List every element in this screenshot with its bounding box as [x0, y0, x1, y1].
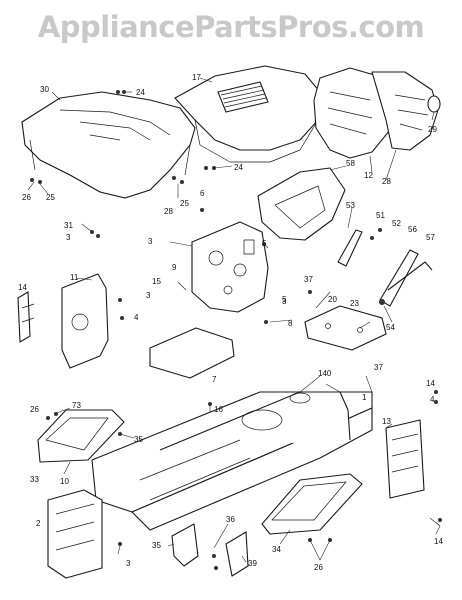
part-33-footrest[interactable]: [37, 409, 125, 463]
label-1: 1: [362, 393, 367, 402]
label-3b: 3: [148, 237, 153, 246]
label-57: 57: [426, 233, 435, 242]
part-30-hood-panel[interactable]: [21, 91, 196, 199]
label-73: 73: [72, 401, 81, 410]
part-17-hood[interactable]: [174, 65, 321, 163]
part-7-center-plate[interactable]: [149, 327, 235, 379]
part-20-mount-plate[interactable]: [304, 305, 387, 351]
label-3d: 3: [282, 297, 287, 306]
label-5b: 5: [282, 295, 287, 304]
leader-lines: [27, 77, 441, 563]
label-26c: 26: [314, 563, 323, 572]
label-35: 35: [134, 435, 143, 444]
part-13-rear-panel[interactable]: [385, 419, 425, 499]
part-34-footrest[interactable]: [261, 473, 363, 535]
label-58: 58: [346, 159, 355, 168]
part-53-lever[interactable]: [337, 229, 433, 307]
label-26b: 26: [30, 405, 39, 414]
label-4: 4: [134, 313, 139, 322]
part-35-bracket[interactable]: [171, 523, 249, 577]
watermark-text: AppliancePartsPros.com: [37, 10, 425, 44]
part-2-front-plate[interactable]: [47, 489, 103, 579]
label-3e: 3: [126, 559, 131, 568]
label-26: 26: [22, 193, 31, 202]
label-3: 3: [66, 233, 71, 242]
part-58-dash-shroud[interactable]: [257, 167, 346, 241]
part-1-main-frame[interactable]: [91, 391, 373, 531]
part-14-left-bracket[interactable]: [17, 291, 35, 343]
label-23: 23: [350, 299, 359, 308]
label-31: 31: [64, 221, 73, 230]
label-33: 33: [30, 475, 39, 484]
label-9: 9: [172, 263, 177, 272]
label-16: 16: [214, 405, 223, 414]
label-14: 14: [18, 283, 27, 292]
label-52: 52: [392, 219, 401, 228]
label-20: 20: [328, 295, 337, 304]
label-25b: 25: [180, 199, 189, 208]
label-30: 30: [40, 85, 49, 94]
label-24b: 24: [234, 163, 243, 172]
label-12: 12: [364, 171, 373, 180]
label-51: 51: [376, 211, 385, 220]
label-13: 13: [382, 417, 391, 426]
label-37b: 37: [374, 363, 383, 372]
label-3c: 3: [146, 291, 151, 300]
label-56: 56: [408, 225, 417, 234]
part-9-dash-panel[interactable]: [191, 221, 269, 313]
label-140: 140: [318, 369, 332, 378]
label-2: 2: [36, 519, 41, 528]
label-53: 53: [346, 201, 355, 210]
label-4b: 4: [430, 395, 435, 404]
part-11-bracket[interactable]: [61, 273, 109, 369]
label-25: 25: [46, 193, 55, 202]
label-5: 5: [262, 239, 267, 248]
label-54: 54: [386, 323, 395, 332]
label-14c: 14: [434, 537, 443, 546]
callout-labels: 30 24 17 29 25 26 24 28 25 12 28 58 31 3…: [18, 73, 443, 572]
hardware-fasteners: [30, 90, 442, 570]
label-37: 37: [304, 275, 313, 284]
label-17: 17: [192, 73, 201, 82]
label-8: 8: [288, 319, 293, 328]
label-29: 29: [428, 125, 437, 134]
label-11: 11: [70, 273, 79, 282]
label-36: 36: [226, 515, 235, 524]
label-10: 10: [60, 477, 69, 486]
label-39: 39: [248, 559, 257, 568]
label-14b: 14: [426, 379, 435, 388]
label-28: 28: [164, 207, 173, 216]
label-35b: 35: [152, 541, 161, 550]
label-24: 24: [136, 88, 145, 97]
label-6: 6: [200, 189, 205, 198]
label-34: 34: [272, 545, 281, 554]
label-15: 15: [152, 277, 161, 286]
label-7: 7: [212, 375, 217, 384]
part-29-side-panel[interactable]: [313, 67, 441, 159]
label-28b: 28: [382, 177, 391, 186]
